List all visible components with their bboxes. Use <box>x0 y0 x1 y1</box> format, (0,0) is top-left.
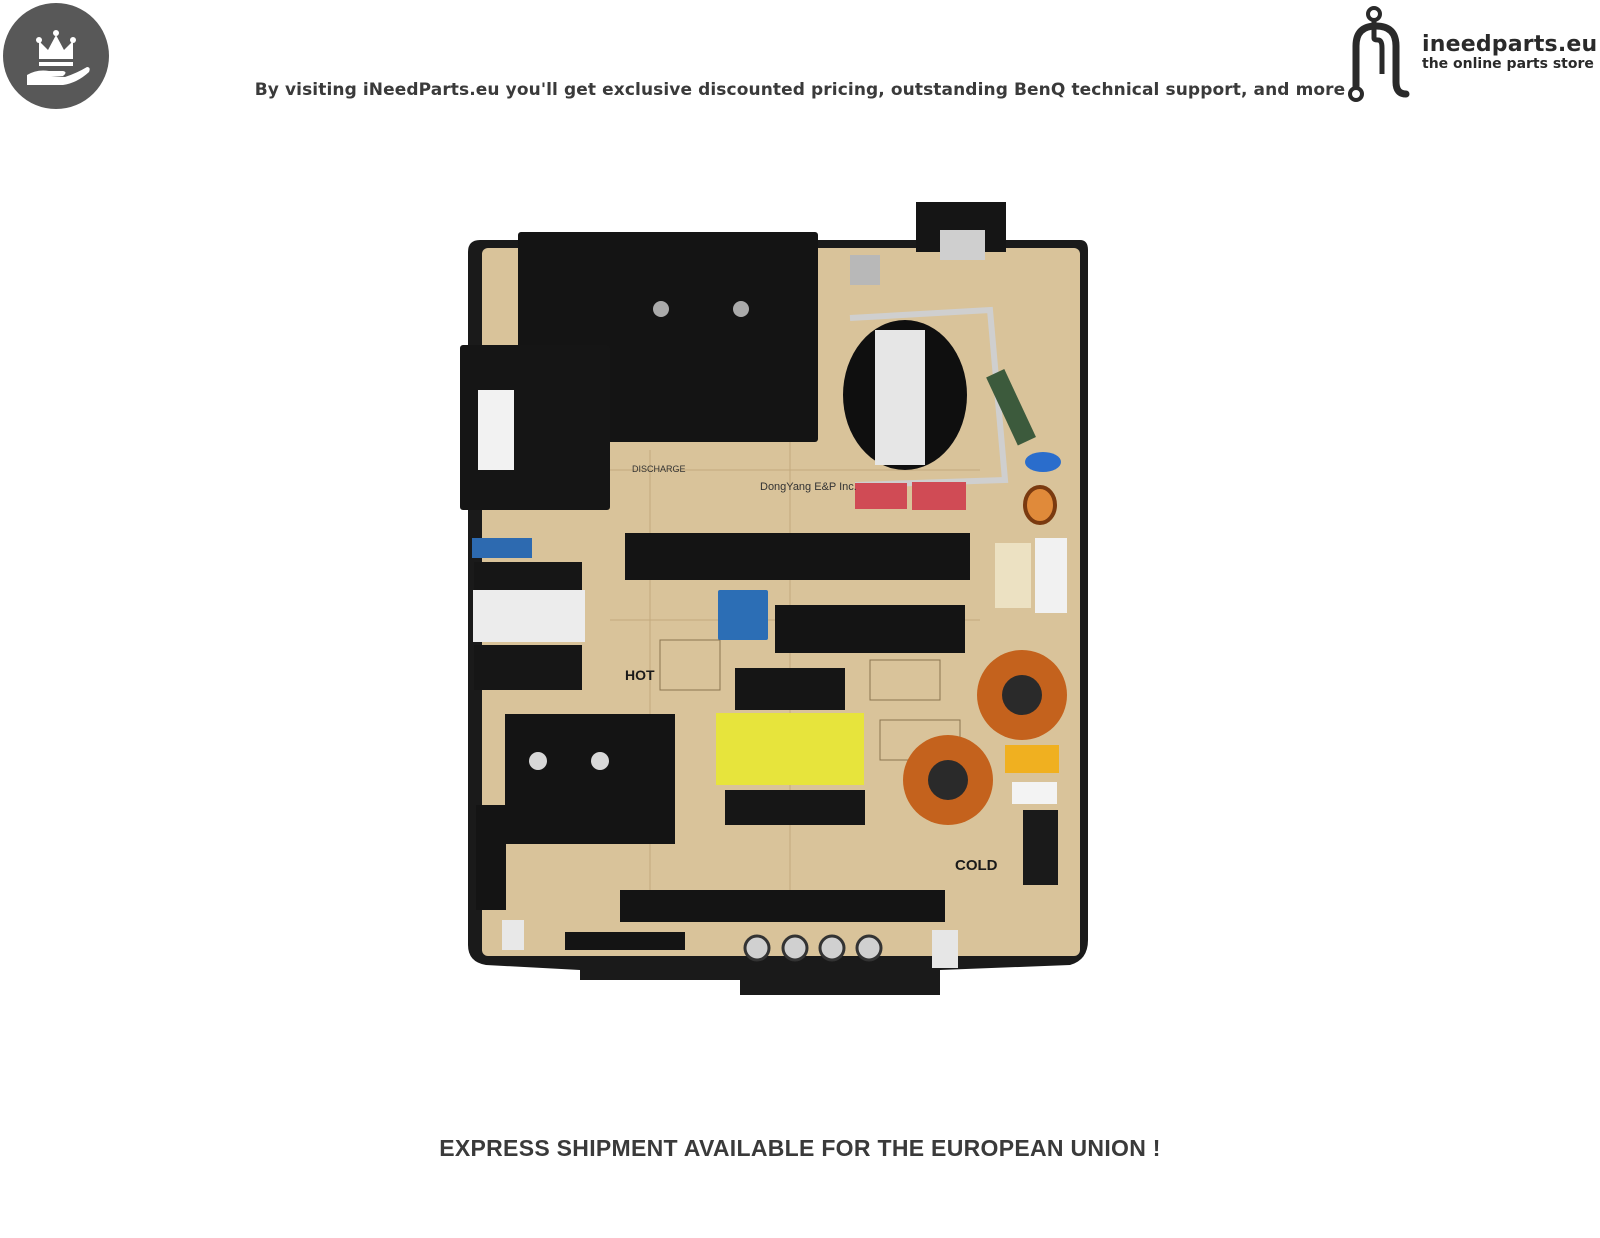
ineedparts-logo-mark <box>1348 6 1410 102</box>
logo-name: ineedparts.eu <box>1422 32 1598 57</box>
board-label-maker: DongYang E&P Inc. <box>760 481 857 493</box>
board-label-cold: COLD <box>955 857 998 874</box>
heatsink-middle <box>625 533 970 580</box>
heatsink-middle-2 <box>775 605 965 653</box>
red-capacitor <box>855 483 907 509</box>
board-label-discharge: DISCHARGE <box>632 464 686 474</box>
product-image-power-board: DongYang E&P Inc. HOT COLD DISCHARGE <box>460 200 1100 1000</box>
header-tagline: By visiting iNeedParts.eu you'll get exc… <box>254 80 1346 100</box>
heatsink-bottom <box>620 890 945 922</box>
crown-hand-icon <box>27 30 90 85</box>
sticker-label <box>478 390 514 470</box>
ineedparts-logo[interactable]: ineedparts.eu the online parts store <box>1340 4 1598 104</box>
board-label-hot: HOT <box>625 667 655 683</box>
footer-shipping-notice: EXPRESS SHIPMENT AVAILABLE FOR THE EUROP… <box>439 1135 1161 1161</box>
transformer-yellow <box>716 713 864 785</box>
crown-hand-badge[interactable] <box>3 3 109 109</box>
heatsink-bottom-left <box>505 714 675 844</box>
logo-subtitle: the online parts store <box>1422 56 1594 72</box>
red-capacitor <box>912 482 966 510</box>
